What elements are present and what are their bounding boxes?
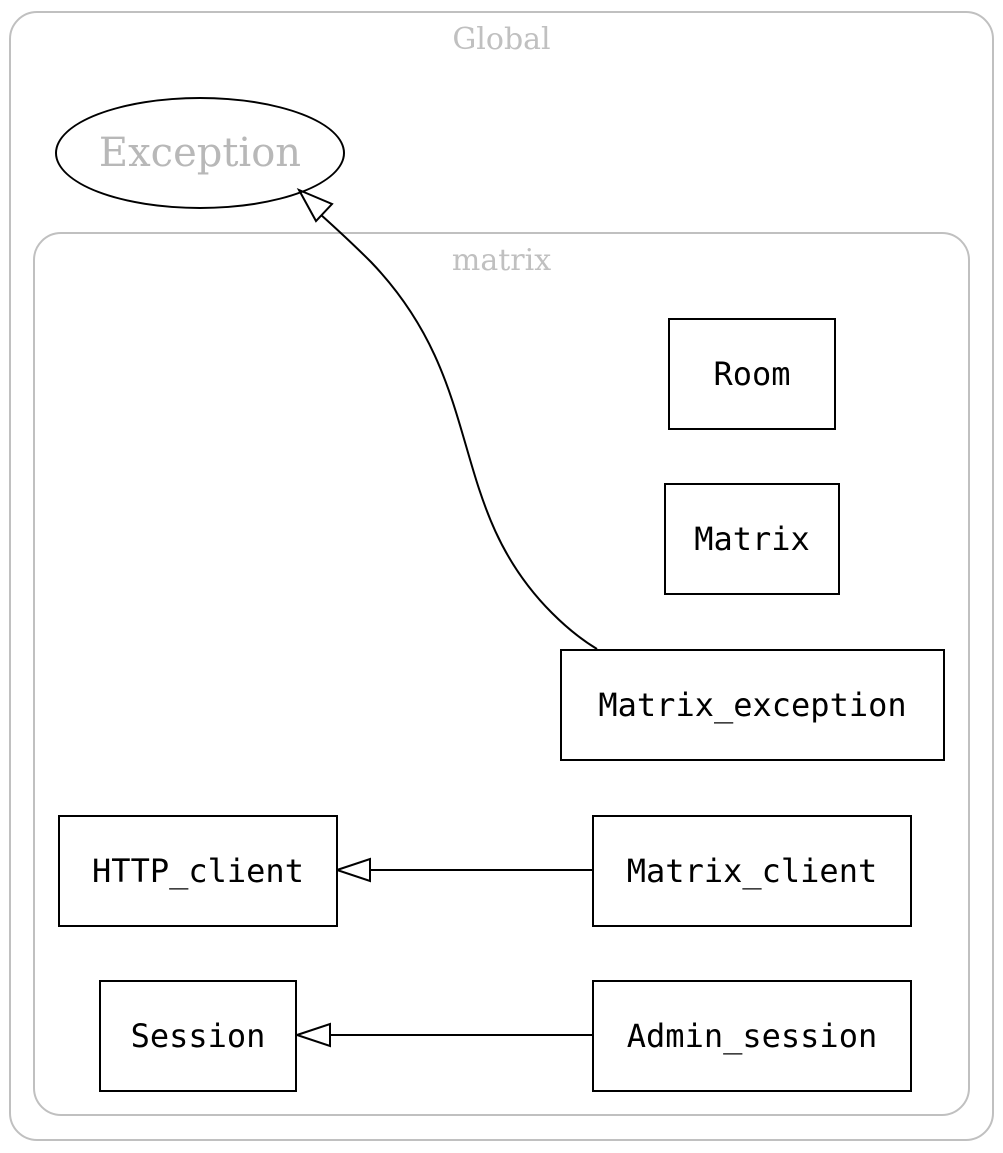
node-session[interactable]: Session <box>99 980 297 1092</box>
node-room[interactable]: Room <box>668 318 836 430</box>
edge-admin-session-arrowhead <box>293 1022 331 1048</box>
cluster-matrix-label: matrix <box>451 243 552 278</box>
node-exception[interactable]: Exception <box>55 97 345 209</box>
node-matrix-client[interactable]: Matrix_client <box>592 815 912 927</box>
node-matrix-exception[interactable]: Matrix_exception <box>560 649 945 761</box>
edge-matrix-exception-arrowhead <box>296 187 334 223</box>
cluster-global: Global <box>9 11 994 1141</box>
node-matrix[interactable]: Matrix <box>664 483 840 595</box>
cluster-global-label: Global <box>452 22 551 57</box>
node-http-client[interactable]: HTTP_client <box>58 815 338 927</box>
node-admin-session[interactable]: Admin_session <box>592 980 912 1092</box>
edge-matrix-exception-to-exception <box>319 213 598 650</box>
cluster-matrix: matrix <box>33 232 970 1116</box>
edge-matrix-client-arrowhead <box>333 857 371 883</box>
